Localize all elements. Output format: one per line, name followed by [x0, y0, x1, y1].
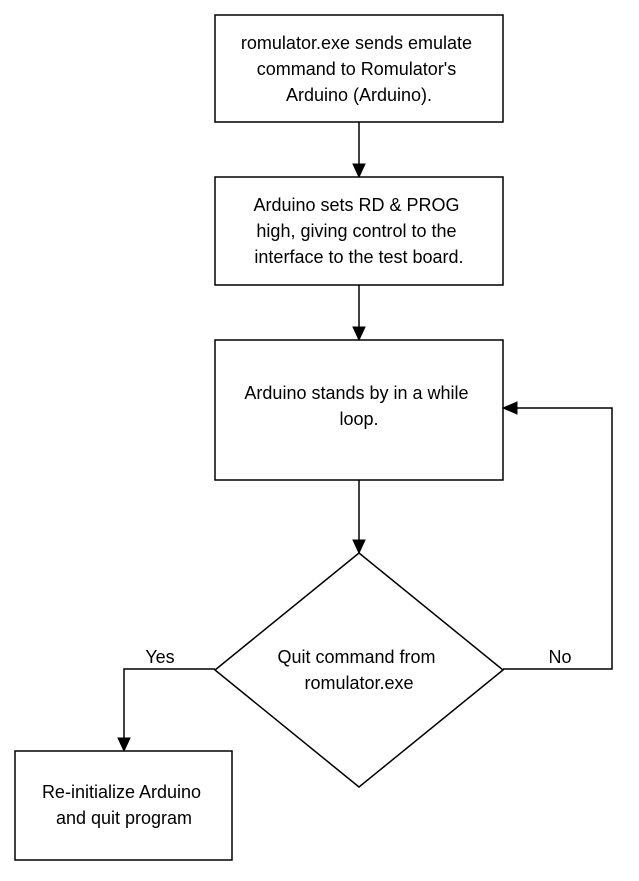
- node-quit-decision: Quit command from romulator.exe: [213, 552, 505, 788]
- node-sets-rd-prog-box: [214, 176, 504, 286]
- edge-no-loop-line: [503, 407, 613, 670]
- node-stands-by-line-1: Arduino stands by in a while: [244, 383, 468, 403]
- edge-emulate-to-sets-arrowhead: [352, 163, 366, 179]
- node-reinitialize-text: Re-initialize Arduino and quit program: [42, 782, 206, 828]
- edge-standby-to-decision: [352, 480, 366, 555]
- node-stands-by: Arduino stands by in a while loop.: [214, 339, 504, 481]
- node-reinitialize-line-2: and quit program: [56, 808, 192, 828]
- edge-emulate-to-sets: [352, 122, 366, 179]
- edge-sets-to-standby: [352, 285, 366, 342]
- node-quit-decision-diamond: [213, 552, 505, 788]
- node-sets-rd-prog-line-2: high, giving control to the: [256, 221, 456, 241]
- edge-yes-arrowhead: [117, 737, 131, 753]
- node-sets-rd-prog-line-3: interface to the test board.: [254, 247, 463, 267]
- node-send-emulate: romulator.exe sends emulate command to R…: [214, 14, 504, 123]
- node-stands-by-line-2: loop.: [339, 409, 378, 429]
- node-sets-rd-prog-text: Arduino sets RD & PROG high, giving cont…: [253, 195, 464, 267]
- node-reinitialize: Re-initialize Arduino and quit program: [14, 750, 233, 861]
- node-quit-decision-text: Quit command from romulator.exe: [277, 647, 440, 693]
- edge-no-label: No: [548, 647, 571, 667]
- node-reinitialize-line-1: Re-initialize Arduino: [42, 782, 201, 802]
- node-send-emulate-box: [214, 14, 504, 123]
- node-reinitialize-box: [14, 750, 233, 861]
- node-sets-rd-prog: Arduino sets RD & PROG high, giving cont…: [214, 176, 504, 286]
- node-send-emulate-line-1: romulator.exe sends emulate: [241, 33, 472, 53]
- edge-sets-to-standby-arrowhead: [352, 326, 366, 342]
- edge-yes-label: Yes: [145, 647, 174, 667]
- node-stands-by-box: [214, 339, 504, 481]
- node-send-emulate-line-3: Arduino (Arduino).: [286, 85, 432, 105]
- node-quit-decision-line-2: romulator.exe: [304, 673, 413, 693]
- edge-yes: Yes: [117, 647, 215, 753]
- node-sets-rd-prog-line-1: Arduino sets RD & PROG: [253, 195, 459, 215]
- node-quit-decision-line-1: Quit command from: [277, 647, 435, 667]
- edge-no-loop: No: [501, 401, 613, 670]
- edge-yes-line: [123, 668, 215, 740]
- node-send-emulate-line-2: command to Romulator's: [257, 59, 457, 79]
- node-stands-by-text: Arduino stands by in a while loop.: [244, 383, 473, 429]
- node-send-emulate-text: romulator.exe sends emulate command to R…: [241, 33, 477, 105]
- edge-standby-to-decision-arrowhead: [352, 539, 366, 555]
- edge-no-loop-arrowhead: [501, 401, 518, 415]
